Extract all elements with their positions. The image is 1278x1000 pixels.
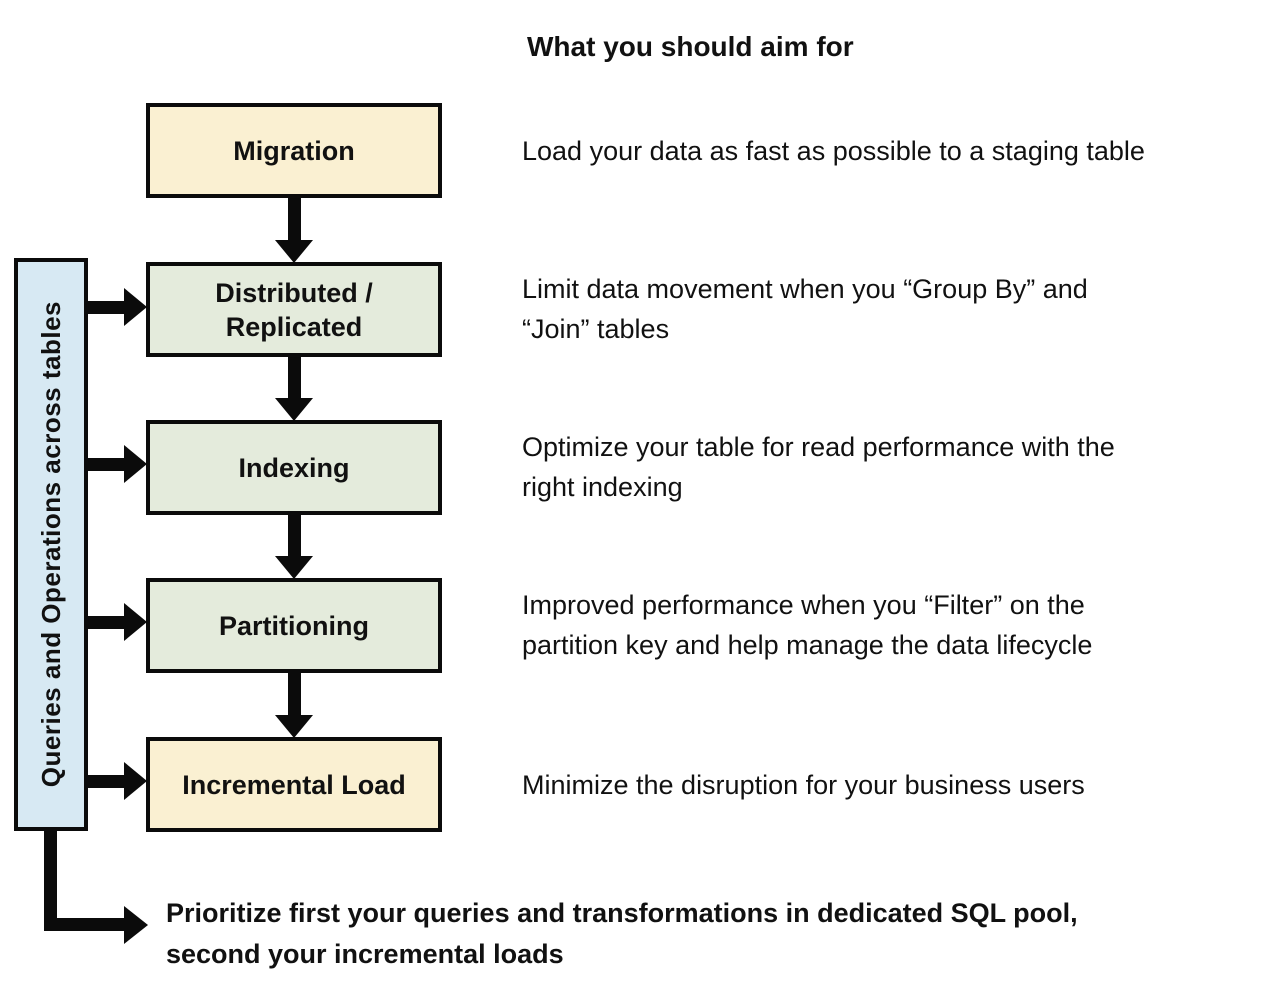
queries-operations-bracket: Queries and Operations across tables	[14, 258, 88, 831]
page-title: What you should aim for	[527, 31, 854, 62]
aim-note-line: Minimize the disruption for your busines…	[522, 770, 1085, 800]
aim-note-line: right indexing	[522, 472, 683, 502]
aim-note-line: Load your data as fast as possible to a …	[522, 136, 1145, 166]
arrow-stem	[88, 300, 124, 314]
arrow-head-icon	[275, 398, 313, 421]
elbow-arrow-vertical-segment	[44, 829, 57, 931]
aim-note-partitioning: Improved performance when you “Filter” o…	[522, 585, 1092, 665]
priority-note-line: Prioritize first your queries and transf…	[166, 898, 1078, 928]
arrow-head-icon	[124, 906, 148, 944]
flow-box-label: Incremental Load	[182, 769, 406, 800]
aim-note-line: Optimize your table for read performance…	[522, 432, 1115, 462]
aim-note-incremental-load: Minimize the disruption for your busines…	[522, 765, 1085, 805]
arrow-right-icon	[88, 762, 147, 800]
arrow-stem	[88, 774, 124, 788]
arrow-head-icon	[275, 715, 313, 738]
arrow-stem	[287, 672, 301, 715]
arrow-head-icon	[275, 556, 313, 579]
aim-note-migration: Load your data as fast as possible to a …	[522, 131, 1145, 171]
aim-note-line: Limit data movement when you “Group By” …	[522, 274, 1088, 304]
flow-box-partitioning: Partitioning	[146, 578, 442, 673]
flow-box-indexing: Indexing	[146, 420, 442, 515]
flow-box-incremental-load: Incremental Load	[146, 737, 442, 832]
arrow-stem	[88, 457, 124, 471]
elbow-arrow-horizontal-segment	[44, 918, 124, 931]
arrow-down-icon	[275, 514, 313, 579]
arrow-head-icon	[124, 288, 147, 326]
flow-box-label: Partitioning	[219, 610, 369, 641]
priority-note-line: second your incremental loads	[166, 939, 564, 969]
flow-box-label: Distributed / Replicated	[215, 277, 373, 342]
arrow-head-icon	[124, 603, 147, 641]
arrow-stem	[287, 356, 301, 398]
arrow-down-icon	[275, 672, 313, 738]
flow-box-label: Indexing	[238, 452, 350, 483]
aim-note-distributed-replicated: Limit data movement when you “Group By” …	[522, 269, 1088, 349]
aim-note-line: partition key and help manage the data l…	[522, 630, 1093, 660]
arrow-head-icon	[275, 240, 313, 263]
arrow-down-icon	[275, 197, 313, 263]
arrow-right-icon	[88, 603, 147, 641]
flow-box-distributed-replicated: Distributed / Replicated	[146, 262, 442, 357]
arrow-head-icon	[124, 762, 147, 800]
arrow-right-icon	[88, 288, 147, 326]
priority-note: Prioritize first your queries and transf…	[166, 893, 1078, 975]
arrow-right-icon	[88, 445, 147, 483]
aim-note-line: “Join” tables	[522, 314, 670, 344]
aim-note-indexing: Optimize your table for read performance…	[522, 427, 1115, 507]
arrow-down-icon	[275, 356, 313, 421]
aim-note-line: Improved performance when you “Filter” o…	[522, 590, 1085, 620]
arrow-stem	[287, 197, 301, 240]
arrow-head-icon	[124, 445, 147, 483]
arrow-stem	[287, 514, 301, 556]
flow-box-label: Migration	[233, 135, 355, 166]
arrow-stem	[88, 615, 124, 629]
flow-box-migration: Migration	[146, 103, 442, 198]
bracket-label: Queries and Operations across tables	[35, 301, 66, 788]
